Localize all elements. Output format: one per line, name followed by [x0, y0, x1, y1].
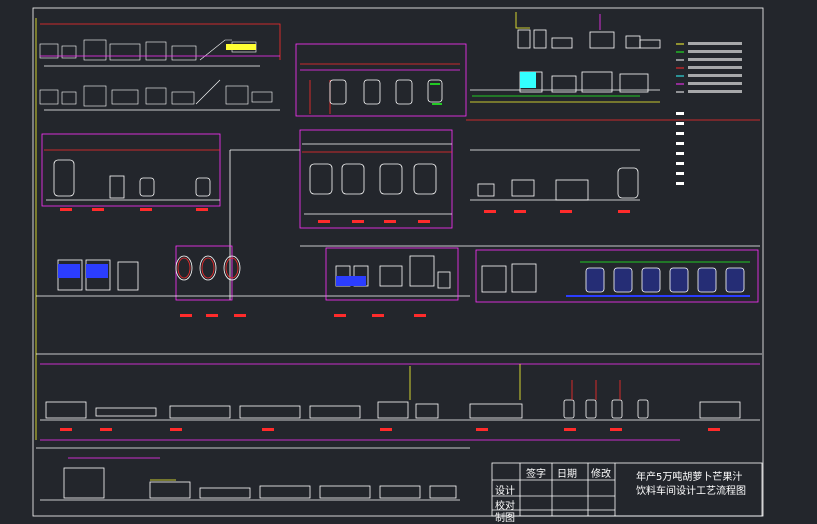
homogenization-area — [325, 247, 459, 301]
filling-line-area — [36, 353, 762, 441]
packaging-line-area — [36, 447, 470, 501]
drawing-frame — [32, 7, 764, 517]
title-block-row-draw: 制图 — [495, 513, 515, 524]
aseptic-storage-area — [475, 249, 759, 303]
equipment-tags — [60, 208, 720, 431]
pretreatment-lines — [35, 18, 281, 440]
concentration-area — [466, 119, 760, 201]
title-block-header-date: 日期 — [557, 469, 577, 480]
title-block-header-sign: 签字 — [526, 469, 546, 480]
title-block-row-design: 设计 — [495, 486, 515, 497]
sterilization-area — [36, 245, 760, 301]
title-block — [491, 462, 763, 517]
drawing-title-line1: 年产5万吨胡萝卜芒果汁 — [636, 472, 743, 483]
title-block-header-revision: 修改 — [591, 469, 611, 480]
mixing-tanks-area — [295, 43, 467, 117]
title-block-row-check: 校对 — [495, 501, 515, 512]
blending-tanks-area — [229, 129, 453, 300]
drawing-title-line2: 饮料车间设计工艺流程图 — [636, 486, 746, 497]
pretreatment-area — [39, 39, 273, 107]
juice-extraction-area — [41, 133, 221, 207]
line-legend — [676, 42, 742, 185]
utility-area — [470, 12, 661, 103]
